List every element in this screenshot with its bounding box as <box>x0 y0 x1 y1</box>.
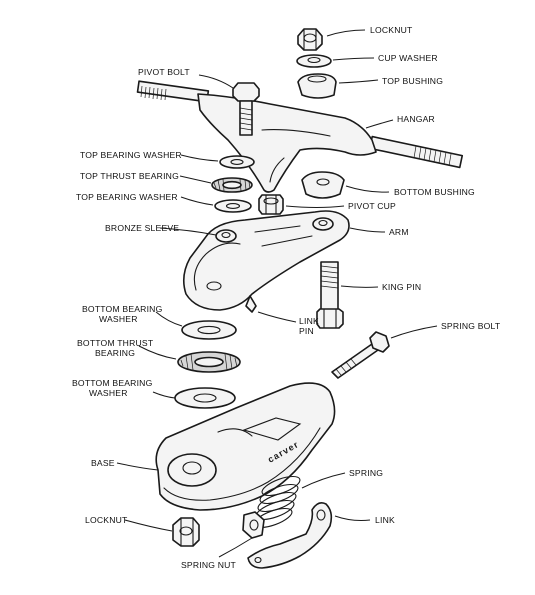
cup-washer-part <box>296 54 332 68</box>
label-top-bearing-washer-1: TOP BEARING WASHER <box>80 150 182 160</box>
label-locknut-top: LOCKNUT <box>370 25 413 35</box>
label-spring-bolt: SPRING BOLT <box>441 321 501 331</box>
label-bottom-bushing: BOTTOM BUSHING <box>394 187 475 197</box>
pivot-bolt-part <box>232 82 260 136</box>
label-top-bushing: TOP BUSHING <box>382 76 443 86</box>
label-link-pin-line2: PIN <box>299 326 314 336</box>
spring-nut-part <box>242 511 265 539</box>
label-pivot-bolt: PIVOT BOLT <box>138 67 190 77</box>
labels: LOCKNUT CUP WASHER TOP BUSHING PIVOT BOL… <box>72 25 501 570</box>
bottom-bearing-washer-2-part <box>174 387 236 409</box>
base-part: carver <box>155 382 336 511</box>
bottom-locknut-part <box>172 517 200 547</box>
label-spring: SPRING <box>349 468 383 478</box>
top-thrust-bearing-part <box>211 177 253 193</box>
label-bottom-bearing-washer-1-line2: WASHER <box>99 314 138 324</box>
label-hangar: HANGAR <box>397 114 435 124</box>
label-cup-washer: CUP WASHER <box>378 53 438 63</box>
bottom-bushing-part <box>301 171 345 199</box>
top-bearing-washer-2-part <box>214 199 252 213</box>
label-link: LINK <box>375 515 395 525</box>
label-king-pin: KING PIN <box>382 282 421 292</box>
hangar-part <box>136 80 464 193</box>
top-bearing-washer-part <box>219 155 255 169</box>
spring-part <box>253 475 301 529</box>
label-pivot-cup: PIVOT CUP <box>348 201 396 211</box>
label-base: BASE <box>91 458 115 468</box>
label-bottom-bearing-washer-2-line2: WASHER <box>89 388 128 398</box>
bottom-bearing-washer-part <box>181 320 237 340</box>
label-bronze-sleeve: BRONZE SLEEVE <box>105 223 179 233</box>
link-part <box>247 502 333 569</box>
bottom-thrust-bearing-part <box>177 351 241 373</box>
top-bushing-part <box>297 73 337 99</box>
label-link-pin-line1: LINK <box>299 316 319 326</box>
king-pin-part <box>316 261 344 329</box>
spring-bolt-part <box>331 331 390 379</box>
label-bottom-bearing-washer-2-line1: BOTTOM BEARING <box>72 378 153 388</box>
label-top-bearing-washer-2: TOP BEARING WASHER <box>76 192 178 202</box>
label-spring-nut: SPRING NUT <box>181 560 237 570</box>
label-bottom-thrust-bearing-line1: BOTTOM THRUST <box>77 338 154 348</box>
leader-lines <box>116 29 438 558</box>
top-locknut-part <box>297 28 323 51</box>
arm-part <box>182 210 350 313</box>
label-locknut-bottom: LOCKNUT <box>85 515 128 525</box>
label-top-thrust-bearing: TOP THRUST BEARING <box>80 171 179 181</box>
label-bottom-bearing-washer-1-line1: BOTTOM BEARING <box>82 304 163 314</box>
pivot-cup-part <box>258 194 284 215</box>
label-arm: ARM <box>389 227 409 237</box>
label-bottom-thrust-bearing-line2: BEARING <box>95 348 135 358</box>
